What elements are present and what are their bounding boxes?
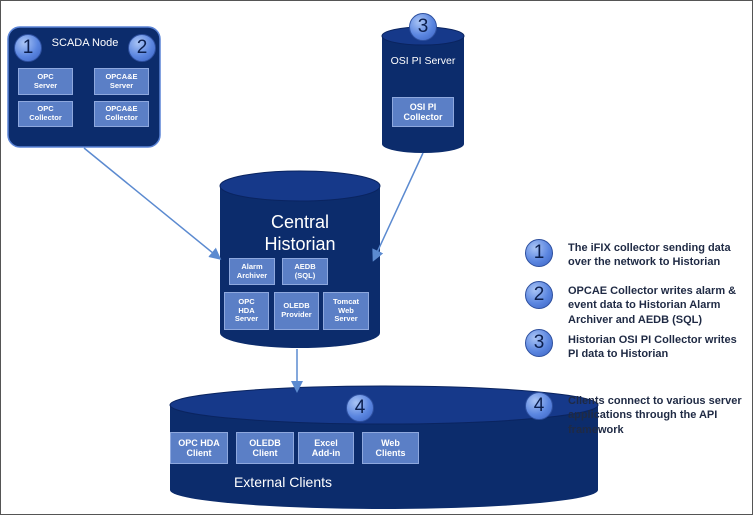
oledb-client-box: OLEDB Client [236,432,294,464]
osi-server-title: OSI PI Server [390,55,456,67]
legend-2-text: OPCAE Collector writes alarm & event dat… [568,285,737,326]
central-historian-title: Central Historian [264,212,336,254]
opcae-server-box: OPCA&E Server [94,68,149,95]
scada-to-historian-arrow [83,147,222,260]
osi-collector-box: OSI PI Collector [392,97,454,127]
legend-2-icon: 2 [525,281,553,309]
legend-1-text: The iFIX collector sending data over the… [568,242,731,269]
badge-3-icon: 3 [409,13,437,41]
scada-node-title: SCADA Node [51,37,119,49]
excel-addin-box: Excel Add-in [298,432,354,464]
legend-1-icon: 1 [525,239,553,267]
legend-3-text: Historian OSI PI Collector writes PI dat… [568,334,737,361]
osi-to-historian-arrow [372,152,424,262]
opc-hda-client-box: OPC HDA Client [170,432,228,464]
legend-4-text: Clients connect to various server applic… [568,395,742,436]
tomcat-web-server-box: Tomcat Web Server [323,292,369,330]
opcae-collector-box: OPCA&E Collector [94,101,149,127]
opc-collector-box: OPC Collector [18,101,73,127]
web-clients-box: Web Clients [362,432,419,464]
badge-2-icon: 2 [128,34,156,62]
alarm-archiver-box: Alarm Archiver [229,258,275,285]
oledb-provider-box: OLEDB Provider [274,292,319,330]
osi-server-shape [381,26,465,153]
external-clients-title: External Clients [233,474,333,490]
legend-3-icon: 3 [525,329,553,357]
badge-4-icon: 4 [346,394,374,422]
badge-1-icon: 1 [14,34,42,62]
aedb-sql-box: AEDB (SQL) [282,258,328,285]
opc-hda-server-box: OPC HDA Server [224,292,269,330]
legend-4-icon: 4 [525,392,553,420]
opc-server-box: OPC Server [18,68,73,95]
